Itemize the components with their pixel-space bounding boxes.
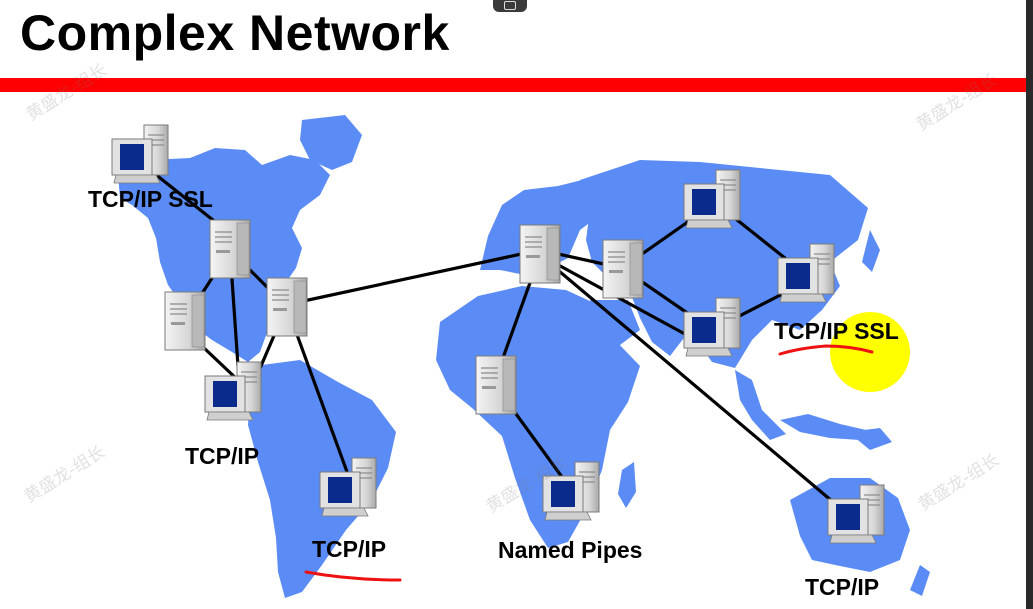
client-na [111, 124, 169, 184]
link-na-mid-europe [284, 248, 541, 307]
label-central-america: TCP/IP [185, 443, 260, 469]
label-north-america: TCP/IP SSL [88, 186, 213, 212]
server-na-left [164, 291, 206, 351]
title-underline-bar [0, 78, 1026, 92]
map-indonesia [780, 414, 866, 440]
link-europe-india-client [539, 253, 706, 347]
server-africa [475, 355, 517, 415]
screen-capture-handle-icon[interactable] [493, 0, 527, 12]
label-australia: TCP/IP [805, 574, 880, 600]
world-map [118, 115, 930, 598]
server-na-mid [266, 277, 308, 337]
map-southeast-asia [735, 370, 786, 440]
label-south-america: TCP/IP [312, 536, 387, 562]
label-asia: TCP/IP SSL [774, 318, 899, 344]
client-central-america [204, 361, 262, 421]
map-new-zealand [910, 565, 930, 596]
window-edge [1026, 0, 1033, 609]
map-greenland [300, 115, 362, 170]
label-africa: Named Pipes [498, 537, 643, 563]
map-british-isles [505, 200, 522, 232]
map-japan [862, 230, 880, 272]
server-asia-hub [602, 239, 644, 299]
annotation-underline-south-america [304, 570, 402, 582]
server-europe [519, 224, 561, 284]
server-na-top [209, 219, 251, 279]
map-india [630, 292, 690, 356]
annotation-underline-asia [778, 344, 874, 356]
slide-title: Complex Network [20, 5, 450, 61]
map-arabia [590, 300, 640, 348]
map-asia [580, 160, 868, 368]
map-new-guinea [848, 428, 892, 450]
link-na-mid-sa-client [286, 309, 352, 481]
map-madagascar [618, 462, 636, 508]
link-europe-australia [538, 253, 847, 514]
